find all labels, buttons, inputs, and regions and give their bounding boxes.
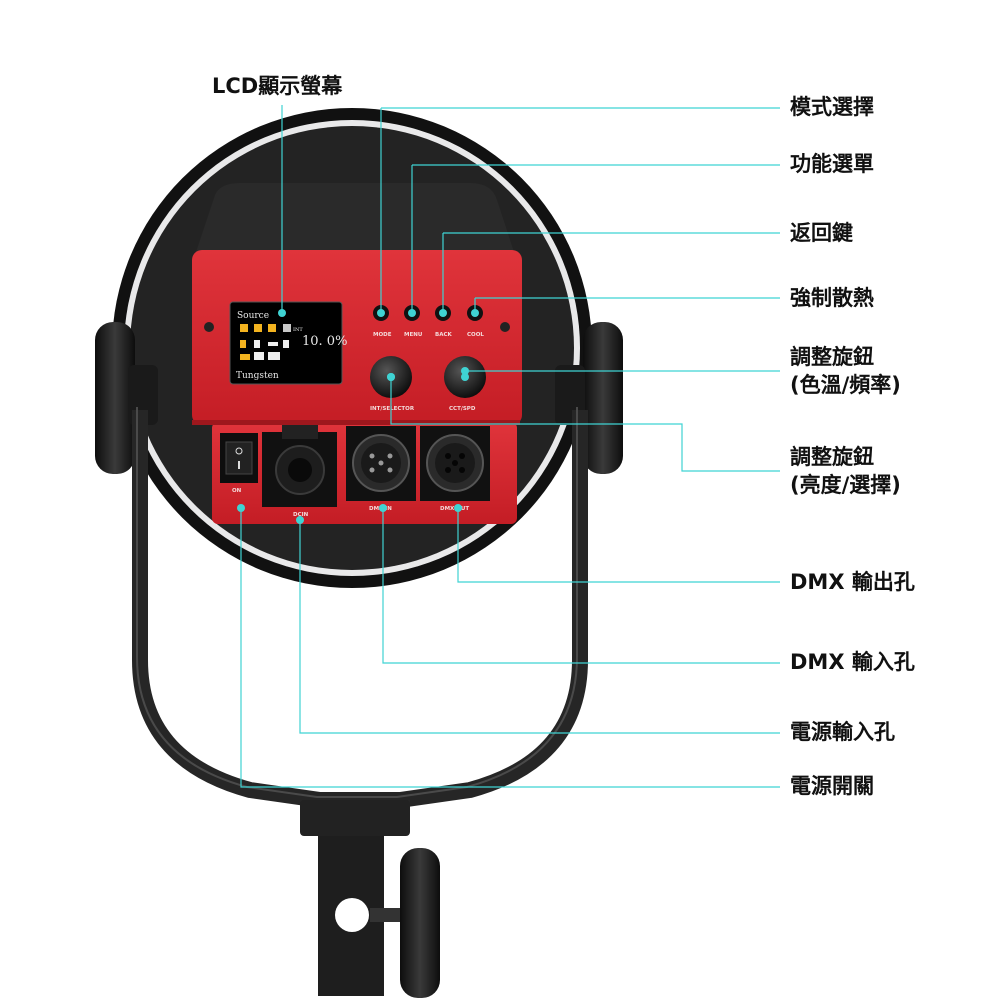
callout-back-key: 返回鍵 (790, 221, 853, 245)
menu-label: MENU (404, 332, 422, 338)
callout-knob-cct: 調整旋鈕 (色溫/頻率) (790, 343, 901, 399)
callout-knob-int-line1: 調整旋鈕 (790, 445, 874, 469)
lcd-preset: Tungsten (236, 371, 279, 381)
back-label: BACK (435, 332, 452, 338)
callout-lcd-screen: LCD顯示螢幕 (212, 74, 343, 98)
cct-spd-label: CCT/SPD (449, 406, 476, 412)
leader-cool (474, 297, 780, 313)
leader-back (442, 232, 780, 313)
leader-mode (380, 107, 780, 313)
lcd-int-label: INT (293, 327, 303, 333)
callout-knob-int: 調整旋鈕 (亮度/選擇) (790, 443, 901, 499)
callout-dmx-out: DMX 輸出孔 (790, 570, 915, 594)
cct-spd-knob[interactable] (444, 356, 486, 398)
dmx-out-port[interactable] (420, 426, 490, 501)
lcd-value: 10. 0% (302, 334, 347, 349)
left-side-knob (95, 322, 158, 474)
leader-dots (237, 309, 469, 524)
callout-knob-cct-line1: 調整旋鈕 (790, 345, 874, 369)
callout-knob-cct-line2: (色溫/頻率) (790, 373, 901, 397)
mount-bracket (300, 800, 440, 998)
lcd-source-label: Source (237, 311, 269, 321)
callout-power-in: 電源輸入孔 (790, 720, 895, 744)
on-label: ON (232, 488, 242, 494)
callout-knob-int-line2: (亮度/選擇) (790, 473, 901, 497)
dcin-port[interactable] (262, 425, 337, 507)
mode-label: MODE (373, 332, 392, 338)
lcd-screen: Source INT 10. 0% Tungsten (229, 301, 347, 385)
leader-dmx-out (457, 508, 780, 583)
callout-power-switch: 電源開關 (790, 774, 874, 798)
top-housing (195, 183, 515, 255)
callout-force-cooling: 強制散熱 (790, 286, 874, 310)
power-switch[interactable] (220, 433, 258, 483)
leader-lines (240, 105, 780, 788)
dmx-in-port[interactable] (346, 426, 416, 501)
leader-power-switch (240, 508, 780, 788)
leader-dmx-in (382, 508, 780, 664)
cool-label: COOL (467, 332, 484, 338)
leader-power-in (299, 520, 780, 734)
callout-mode-select: 模式選擇 (790, 95, 874, 119)
leader-int-knob (390, 377, 780, 472)
leader-menu (411, 164, 780, 313)
callout-dmx-in: DMX 輸入孔 (790, 650, 915, 674)
int-selector-label: INT/SELECTOR (370, 406, 415, 412)
dcin-label: DCIN (293, 512, 309, 518)
callout-function-menu: 功能選單 (790, 152, 874, 176)
